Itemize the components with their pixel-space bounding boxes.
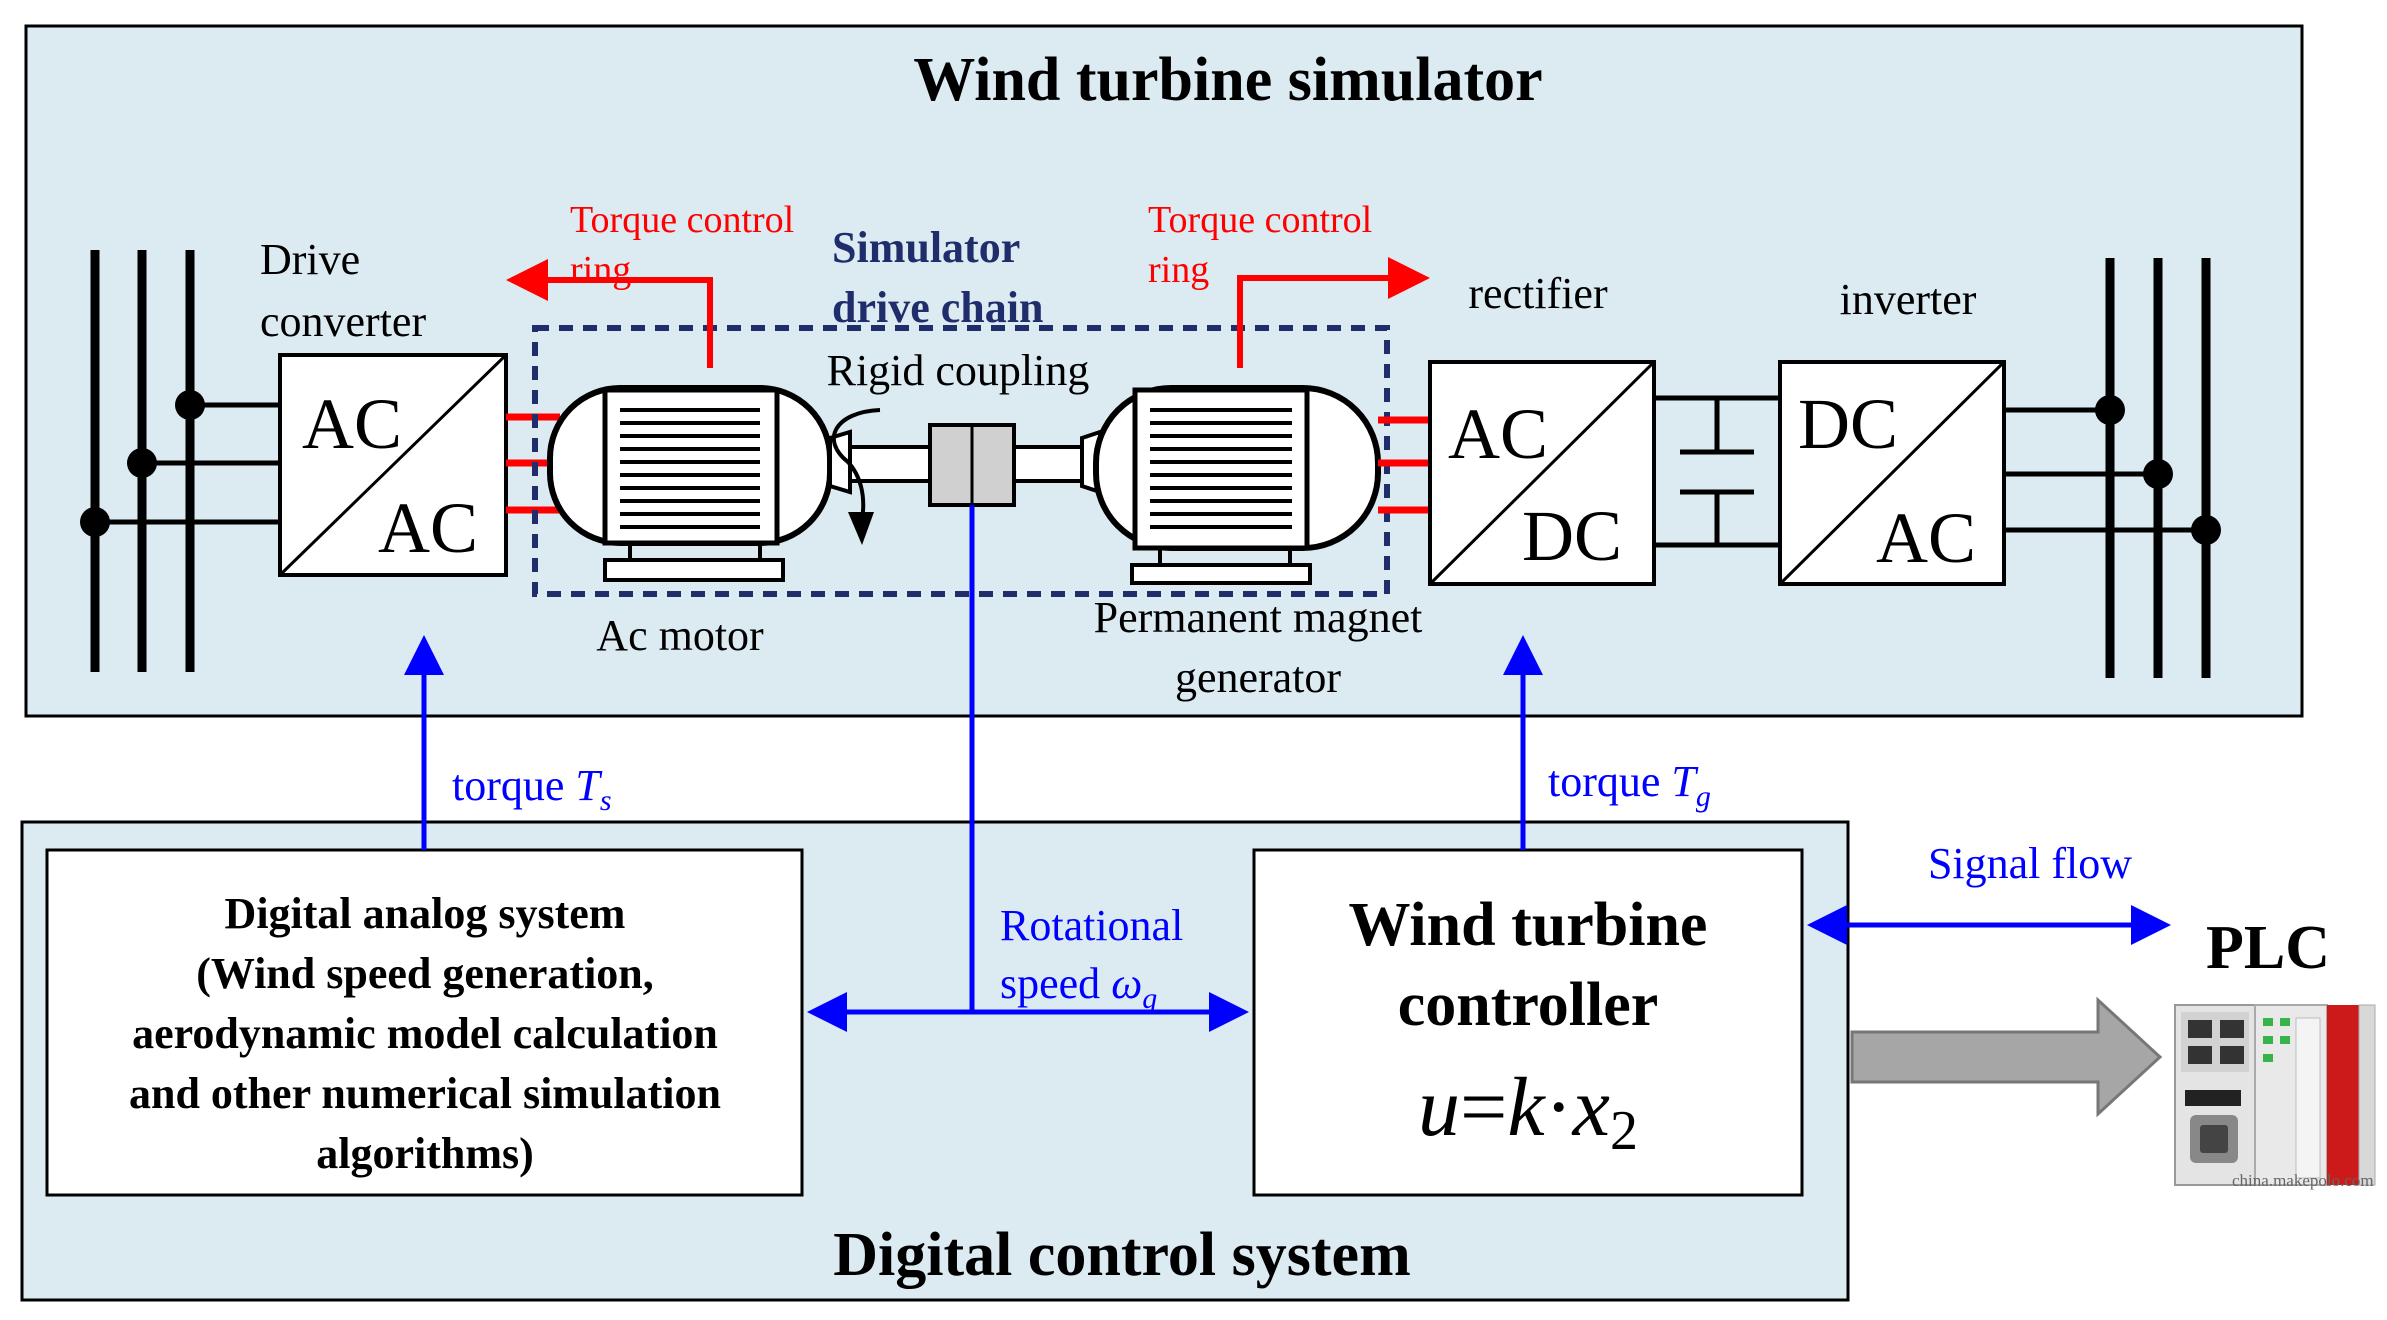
ac-motor bbox=[547, 385, 852, 582]
rectifier-label: rectifier bbox=[1468, 269, 1608, 318]
inverter-label: inverter bbox=[1840, 275, 1977, 324]
plc-label: PLC bbox=[2206, 914, 2330, 982]
signal-flow-label: Signal flow bbox=[1928, 839, 2132, 888]
analog-system-line: (Wind speed generation, bbox=[196, 949, 654, 998]
rigid-coupling-label: Rigid coupling bbox=[827, 346, 1090, 395]
simulator-title: Wind turbine simulator bbox=[913, 46, 1542, 114]
bus-node bbox=[80, 507, 110, 537]
plc-device-image bbox=[2168, 1000, 2380, 1190]
torque-control-arrow-left bbox=[506, 259, 713, 368]
rotation-arrow bbox=[831, 408, 881, 521]
bus-node bbox=[2095, 395, 2125, 425]
drive-converter-label: Drive bbox=[260, 235, 360, 284]
torque-control-arrow-right bbox=[1237, 257, 1430, 368]
torque-control-label-left: ring bbox=[570, 249, 631, 291]
ac-dc-top-label: AC bbox=[1448, 394, 1548, 474]
pm-generator-label: Permanent magnet bbox=[1094, 593, 1423, 642]
digital-analog-system-box bbox=[45, 848, 804, 1197]
plc-link-arrow bbox=[1850, 996, 2163, 1118]
analog-system-line: algorithms) bbox=[316, 1129, 534, 1178]
ac-ac-top-label: AC bbox=[302, 384, 402, 464]
shaft-left bbox=[848, 445, 932, 483]
bus-node bbox=[175, 390, 205, 420]
dc-ac-top-label: DC bbox=[1798, 384, 1898, 464]
torque-tg-label: torque Tg bbox=[1548, 757, 1711, 813]
bus-node bbox=[2143, 459, 2173, 489]
wind-turbine-controller-box bbox=[1252, 848, 1804, 1197]
rotational-speed-label: Rotational bbox=[1000, 901, 1183, 950]
shaft-right bbox=[1012, 445, 1084, 483]
torque-control-label-right: Torque control bbox=[1148, 199, 1372, 241]
rotational-speed-label: speed ωg bbox=[1000, 959, 1157, 1015]
drive-chain-label: drive chain bbox=[832, 283, 1043, 332]
pm-generator-label: generator bbox=[1175, 653, 1341, 702]
dc-ac-bottom-label: AC bbox=[1876, 498, 1976, 578]
plc-watermark: china.makepolo.com bbox=[2232, 1171, 2374, 1190]
drive-converter-label: converter bbox=[260, 297, 426, 346]
torque-ts-label: torque Ts bbox=[452, 761, 612, 817]
drive-chain-label: Simulator bbox=[832, 223, 1020, 272]
dc-link-capacitor bbox=[1654, 395, 1780, 548]
analog-system-line: aerodynamic model calculation bbox=[132, 1009, 718, 1058]
bus-node bbox=[127, 448, 157, 478]
pm-generator bbox=[1080, 385, 1381, 585]
torque-control-label-right: ring bbox=[1148, 249, 1209, 291]
right-bus-connections bbox=[2004, 407, 2206, 533]
torque-control-label-left: Torque control bbox=[570, 199, 794, 241]
control-law-formula: u=k·x2 bbox=[1418, 1061, 1638, 1162]
ac-ac-bottom-label: AC bbox=[378, 488, 478, 568]
analog-system-line: Digital analog system bbox=[225, 889, 626, 938]
ac-dc-bottom-label: DC bbox=[1522, 496, 1622, 576]
ac-motor-label: Ac motor bbox=[596, 611, 764, 660]
control-title: Digital control system bbox=[833, 1221, 1410, 1289]
converter-diagonal bbox=[278, 353, 508, 577]
analog-system-line: and other numerical simulation bbox=[129, 1069, 721, 1118]
generator-output-lines bbox=[1378, 416, 1430, 514]
controller-title-line: controller bbox=[1398, 971, 1659, 1039]
bus-node bbox=[2191, 515, 2221, 545]
controller-title-line: Wind turbine bbox=[1349, 891, 1708, 959]
